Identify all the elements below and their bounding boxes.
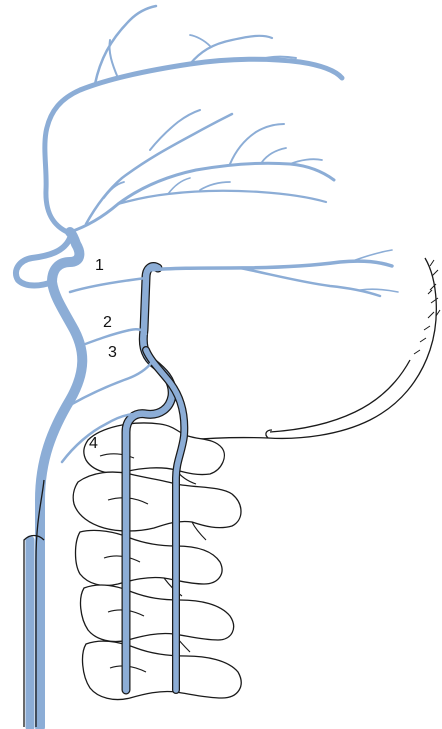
vertebra-c2 (73, 472, 241, 531)
cerebral-artery-tree (45, 6, 342, 234)
occipital-contour (188, 258, 436, 440)
cerebral-branch (230, 124, 284, 164)
label-1: 1 (95, 257, 104, 274)
cerebral-branch (262, 148, 286, 162)
label-4: 4 (89, 435, 98, 452)
cerebral-branch (190, 35, 210, 46)
vertebra-c4 (81, 585, 234, 642)
cerebral-artery-trunk (45, 59, 342, 234)
occipital-artery[interactable] (150, 261, 392, 270)
occipital-branch (240, 268, 380, 296)
vertebra-c5 (83, 641, 242, 700)
cerebral-branch (118, 191, 326, 204)
vertebra-c3 (76, 530, 223, 585)
label-3: 3 (108, 344, 117, 361)
occipital-inner-contour (270, 360, 410, 432)
occipital-tip (266, 430, 272, 438)
label-2: 2 (103, 314, 112, 331)
internal-carotid-trunk[interactable] (40, 232, 82, 727)
branch-1[interactable] (70, 278, 146, 292)
cerebral-branch (70, 163, 334, 232)
cervical-spine (73, 423, 241, 700)
occipital-outline (188, 258, 440, 440)
vertebra-c1 (84, 423, 225, 475)
cerebral-branch (200, 182, 230, 190)
